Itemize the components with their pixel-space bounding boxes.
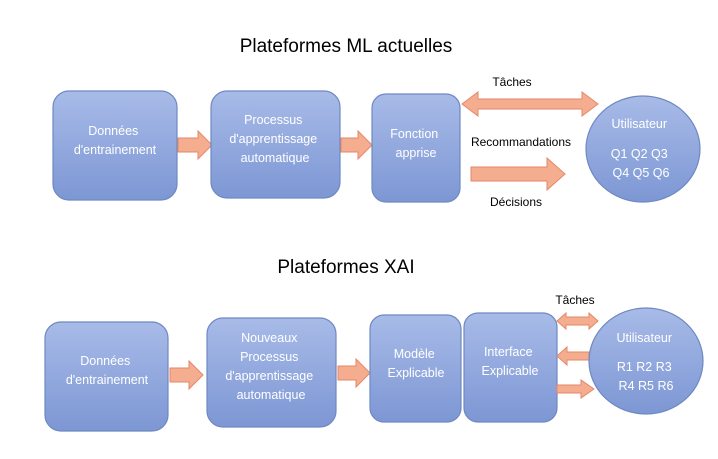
bottom-modele-box: [369, 314, 462, 423]
top-utilisateur-ellipse: [585, 95, 701, 203]
top-utilisateur-label: Utilisateur Q1 Q2 Q3 Q4 Q5 Q6: [611, 117, 671, 180]
bottom-processus-box: [206, 317, 337, 428]
top-decision-arrow: [470, 156, 566, 192]
top-arrow-2: [340, 129, 373, 161]
top-taches-arrow: [461, 91, 599, 117]
bottom-utilisateur-ellipse: [588, 307, 704, 415]
bottom-title: Plateformes XAI: [277, 257, 414, 278]
top-title: Plateformes ML actuelles: [240, 36, 453, 57]
top-taches-label: Tâches: [492, 75, 531, 89]
top-decisions-label: Décisions: [490, 195, 542, 209]
bottom-donnees-box: [44, 321, 169, 432]
top-fonction-box: [371, 93, 461, 203]
bottom-donnees-label: Données d'entrainement: [66, 354, 149, 387]
bottom-return-arrow: [556, 345, 590, 367]
bottom-interface-label: Interface Explicable: [482, 345, 539, 378]
bottom-utilisateur-label: Utilisateur R1 R2 R3 R4 R5 R6: [616, 331, 675, 393]
top-fonction-label: Fonction apprise: [390, 127, 441, 160]
bottom-modele-label: Modèle Explicable: [388, 347, 445, 380]
top-recommandations-label: Recommandations: [471, 135, 571, 149]
top-donnees-box: [52, 90, 178, 201]
bottom-processus-label: Nouveaux Processus d'apprentissage autom…: [225, 331, 316, 402]
bottom-arrow-2: [337, 357, 371, 389]
top-arrow-1: [177, 129, 213, 161]
top-processus-box: [210, 90, 341, 199]
top-processus-label: Processus d'apprentissage automatique: [229, 113, 320, 165]
bottom-taches-label: Tâches: [555, 293, 594, 307]
bottom-interface-box: [463, 312, 558, 423]
top-donnees-label: Données d'entrainement: [74, 124, 157, 157]
bottom-arrow-1: [169, 359, 204, 391]
bottom-decision-arrow: [556, 379, 595, 399]
bottom-taches-arrow: [556, 311, 599, 331]
